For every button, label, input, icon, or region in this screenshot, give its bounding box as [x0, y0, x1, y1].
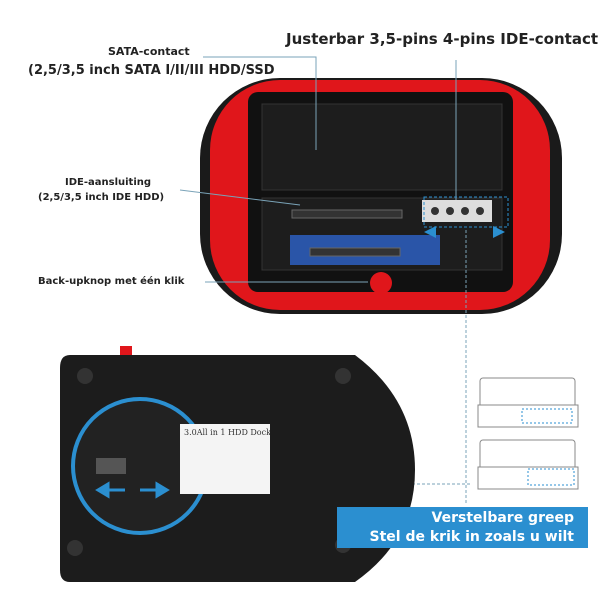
backup-button: [370, 272, 392, 294]
adjustable-grip-banner: Verstelbare greep Stel de krik in zoals …: [337, 507, 588, 548]
ide-pins-label: Justerbar 3,5-pins 4-pins IDE-contact: [286, 30, 599, 48]
banner-line2: Stel de krik in zoals u wilt: [369, 529, 574, 545]
sata-sub-label: (2,5/3,5 inch SATA I/II/III HDD/SSD: [28, 63, 275, 78]
banner-line1: Verstelbare greep: [431, 510, 574, 526]
adjust-arrows-icon: [424, 226, 505, 238]
slide-arrows-icon: [95, 481, 170, 499]
hdd-icons: [477, 377, 579, 490]
callout-lines: [179, 56, 509, 505]
sticker-title: 3.0All in 1 HDD Docking: [184, 428, 270, 437]
sata-title-label: SATA-contact: [108, 45, 190, 58]
ide-title-label: IDE-aansluiting: [65, 177, 152, 188]
docking-station-top: [200, 78, 562, 314]
product-label-sticker: 3.0All in 1 HDD Docking: [180, 424, 270, 494]
ide-sub-label: (2,5/3,5 inch IDE HDD): [38, 192, 165, 203]
backup-label: Back-upknop met één klik: [38, 276, 185, 287]
